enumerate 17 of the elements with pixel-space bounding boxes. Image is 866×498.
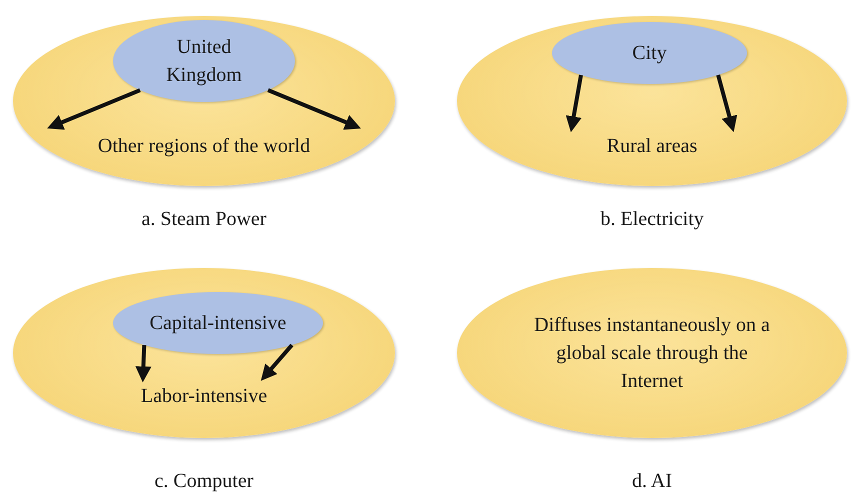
ellipse-node: City <box>552 22 747 84</box>
arrow <box>47 88 141 130</box>
node-label: Labor-intensive <box>123 380 285 412</box>
arrow <box>566 74 583 132</box>
arrow <box>267 88 361 130</box>
arrow <box>135 344 152 382</box>
node-label: Rural areas <box>552 130 752 162</box>
ellipse-text: Diffuses instantaneously on a global scale through the Internet <box>533 313 771 394</box>
panel-caption: d. AI <box>632 470 672 493</box>
arrow <box>260 344 294 381</box>
panel-caption: c. Computer <box>154 470 254 493</box>
node-label: Other regions of the world <box>33 130 375 162</box>
panel-caption: a. Steam Power <box>142 208 266 231</box>
ellipse-node: Capital-intensive <box>113 292 323 354</box>
ellipse-node: United Kingdom <box>113 20 295 102</box>
panel-caption: b. Electricity <box>600 208 704 231</box>
arrow <box>716 74 738 132</box>
